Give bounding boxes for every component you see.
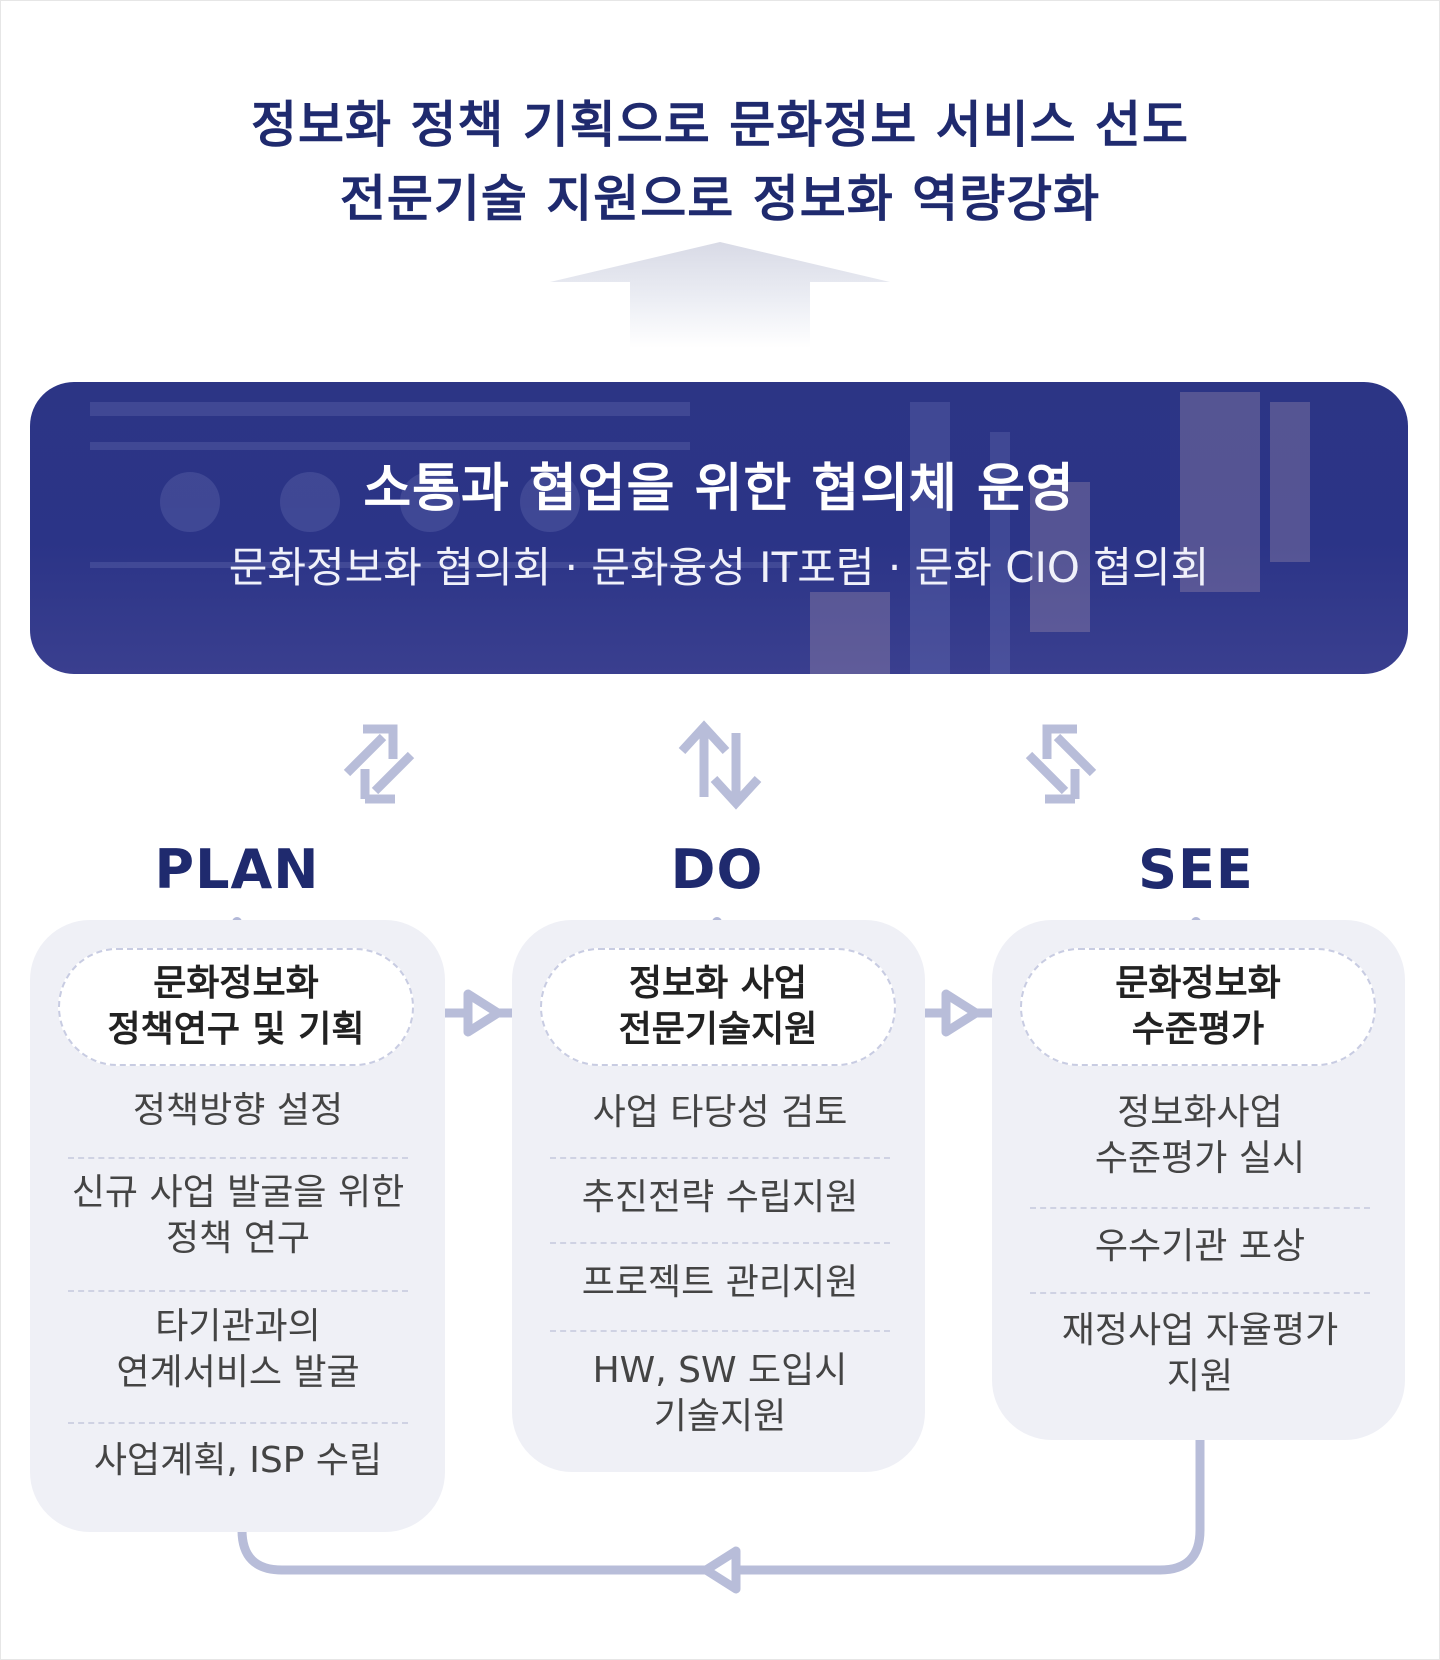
stage-card-head-line: 전문기술지원 [618,1009,818,1050]
divider [550,1242,890,1244]
stage-card-head-line: 정책연구 및 기획 [107,1009,365,1050]
stage-item-text: 추진전략 수립지원 [581,1177,859,1218]
headline-line1: 정보화 정책 기획으로 문화정보 서비스 선도 [250,96,1190,154]
stage-item-text: 타기관과의 연계서비스 발굴 [116,1306,360,1393]
banner-title: 소통과 협업을 위한 협의체 운영 [363,459,1075,519]
stage-item: 우수기관 포상 [1030,1224,1370,1270]
stage-card-head: 정보화 사업 전문기술지원 [540,948,896,1066]
stage-card-head-line: 수준평가 [1131,1009,1265,1050]
stage-card-head-line: 문화정보화 [153,963,319,1004]
divider [1030,1207,1370,1209]
stage-item-text: 정보화사업 수준평가 실시 [1094,1092,1306,1179]
stage-item: HW, SW 도입시 기술지원 [550,1348,890,1440]
stage-item: 재정사업 자율평가 지원 [1030,1308,1370,1400]
stage-item: 사업 타당성 검토 [550,1090,890,1136]
headline-line2: 전문기술 지원으로 정보화 역량강화 [339,170,1101,228]
stage-item: 프로젝트 관리지원 [550,1260,890,1306]
stage-label-do: DO [670,838,764,901]
stage-item-text: 정책방향 설정 [132,1090,344,1131]
stage-item-text: 프로젝트 관리지원 [581,1262,859,1303]
divider [68,1290,408,1292]
divider [550,1330,890,1332]
stage-item: 추진전략 수립지원 [550,1175,890,1221]
stage-item-text: 사업 타당성 검토 [592,1092,848,1133]
stage-item: 사업계획, ISP 수립 [68,1438,408,1484]
headline: 정보화 정책 기획으로 문화정보 서비스 선도 전문기술 지원으로 정보화 역량… [0,88,1440,236]
stage-item-text: 우수기관 포상 [1094,1226,1306,1267]
vertical-swap-icon [678,720,762,810]
stage-item-text: 사업계획, ISP 수립 [93,1440,383,1481]
stage-card-do: 정보화 사업 전문기술지원 사업 타당성 검토 추진전략 수립지원 프로젝트 관… [512,920,925,1472]
divider [550,1157,890,1159]
stage-label-see: SEE [1138,838,1254,901]
stage-item-text: HW, SW 도입시 기술지원 [592,1350,848,1437]
divider [68,1422,408,1424]
banner-background-image [90,392,1310,674]
stage-item-text: 신규 사업 발굴을 위한 정책 연구 [71,1172,405,1259]
stage-item-text: 재정사업 자율평가 지원 [1061,1310,1339,1397]
stage-label-plan: PLAN [154,838,320,901]
stage-card-head-line: 문화정보화 [1115,963,1281,1004]
stage-card-see: 문화정보화 수준평가 정보화사업 수준평가 실시 우수기관 포상 재정사업 자율… [992,920,1405,1440]
stage-card-head-line: 정보화 사업 [628,963,808,1004]
stage-item: 타기관과의 연계서비스 발굴 [68,1304,408,1396]
divider [68,1157,408,1159]
council-banner: 소통과 협업을 위한 협의체 운영 문화정보화 협의회 · 문화융성 IT포럼 … [30,382,1408,674]
stage-card-head: 문화정보화 수준평가 [1020,948,1376,1066]
stage-item: 신규 사업 발굴을 위한 정책 연구 [68,1170,408,1262]
up-arrow-icon [550,242,890,348]
stage-card-plan: 문화정보화 정책연구 및 기획 정책방향 설정 신규 사업 발굴을 위한 정책 … [30,920,445,1532]
stage-item: 정책방향 설정 [68,1088,408,1134]
diagonal-swap-icon [1025,724,1097,804]
stage-item: 정보화사업 수준평가 실시 [1030,1090,1370,1182]
banner-subtitle: 문화정보화 협의회 · 문화융성 IT포럼 · 문화 CIO 협의회 [228,543,1210,592]
diagonal-swap-icon [343,724,415,804]
stage-card-head: 문화정보화 정책연구 및 기획 [58,948,414,1066]
divider [1030,1292,1370,1294]
